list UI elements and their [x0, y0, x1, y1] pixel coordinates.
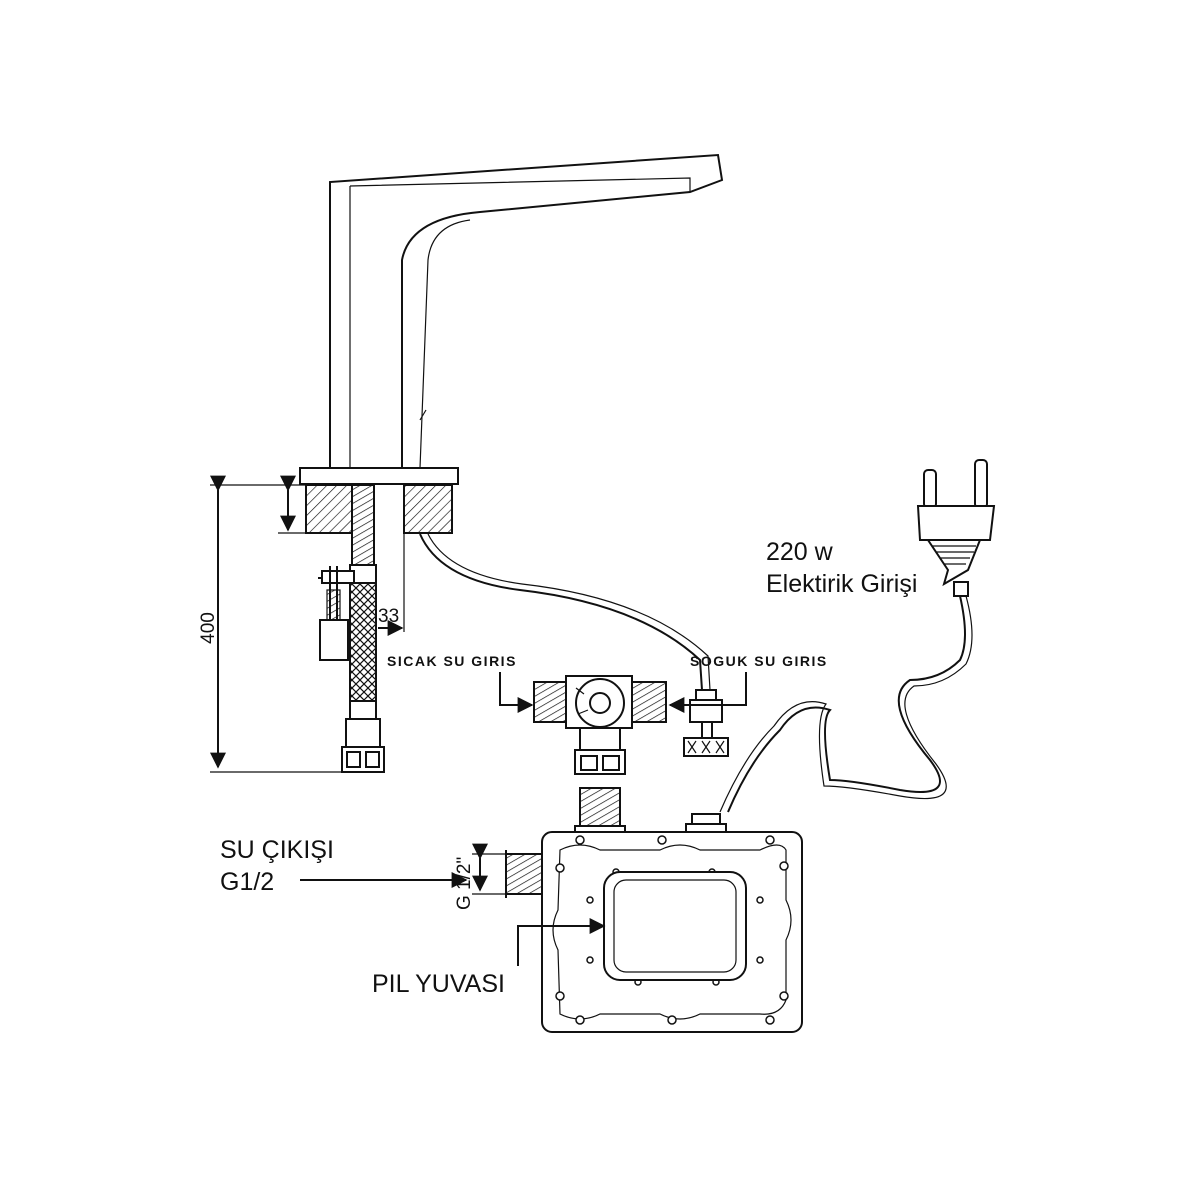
dimension-33: 33	[378, 533, 405, 636]
water-outlet-spec: G1/2	[220, 868, 274, 896]
battery-compartment-label: PIL YUVASI	[372, 970, 505, 998]
thread-spec-label: G 1/2"	[454, 857, 475, 910]
sensor-cable	[419, 533, 703, 691]
power-cable	[727, 595, 966, 813]
power-input-label: Elektirik Girişi	[766, 570, 917, 598]
hot-water-inlet-label: SICAK SU GIRIS	[387, 653, 517, 669]
power-watt-label: 220 w	[766, 538, 834, 566]
cold-water-fitting	[683, 689, 729, 757]
power-plug	[916, 459, 996, 597]
dimension-33-label: 33	[378, 606, 399, 627]
water-outlet-title: SU ÇIKIŞI	[220, 836, 334, 864]
dimension-400-label: 400	[198, 612, 219, 644]
cold-water-inlet-label: SOGUK SU GIRIS	[690, 653, 828, 669]
faucet-body	[299, 153, 724, 534]
control-box	[505, 787, 803, 1033]
dimension-deck	[278, 475, 306, 534]
thread-dimension: G 1/2"	[454, 843, 506, 910]
t-valve	[533, 675, 667, 775]
flexible-hose	[341, 484, 385, 773]
mounting-rod	[318, 566, 355, 661]
